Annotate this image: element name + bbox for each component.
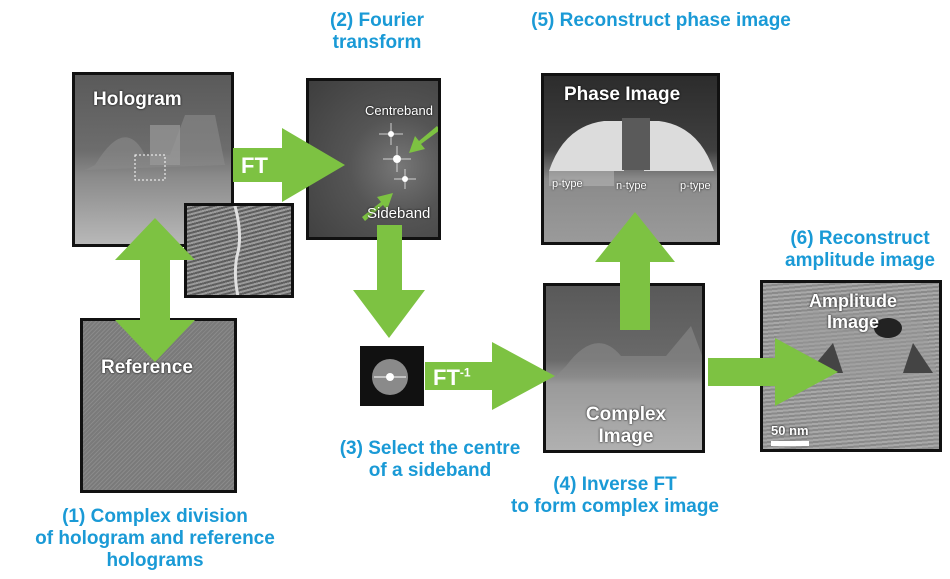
amplitude-image-title: Amplitude Image <box>809 291 897 332</box>
complex-image-label: Complex Image <box>585 404 667 447</box>
selection-box <box>134 154 166 181</box>
hologram-texture <box>85 115 225 181</box>
phase-image-panel: Phase Image p-type n-type p-type <box>541 73 720 245</box>
ft-arrow <box>233 128 345 202</box>
select-sideband-arrow <box>353 225 425 338</box>
inverse-ft-superscript: -1 <box>459 365 471 380</box>
caption-step2: (2) Fourier transform <box>330 10 424 53</box>
complex-structure <box>556 326 702 376</box>
caption-step6: (6) Reconstruct amplitude image <box>785 228 935 271</box>
sideband-disc <box>372 359 408 395</box>
fourier-spots <box>362 123 438 221</box>
inverse-ft-arrow <box>425 342 555 410</box>
caption-step3: (3) Select the centre of a sideband <box>339 438 521 481</box>
p-type-left-label: p-type <box>552 178 583 190</box>
p-type-right-label: p-type <box>680 180 711 192</box>
caption-step5: (5) Reconstruct phase image <box>531 10 791 31</box>
inset-fringe <box>233 206 242 295</box>
centreband-label: Centreband <box>365 103 433 118</box>
scalebar-label: 50 nm <box>771 423 809 438</box>
hologram-reference-double-arrow <box>115 218 195 362</box>
caption-step4: (4) Inverse FT to form complex image <box>511 474 719 517</box>
selected-sideband-thumbnail <box>360 346 424 406</box>
phase-arrow <box>595 212 675 330</box>
n-type-label: n-type <box>616 180 647 192</box>
phase-structure <box>549 118 714 186</box>
reference-label: Reference <box>101 357 193 378</box>
amplitude-arrow <box>708 338 838 406</box>
phase-image-title: Phase Image <box>564 84 681 105</box>
inverse-ft-arrow-label: FT-1 <box>433 365 471 391</box>
sideband-label: Sideband <box>367 205 431 222</box>
caption-step1: (1) Complex division of hologram and ref… <box>35 506 275 571</box>
hologram-zoom-inset <box>184 203 294 298</box>
inverse-ft-text: FT <box>433 365 460 390</box>
hologram-label: Hologram <box>93 89 182 110</box>
ft-arrow-label: FT <box>241 153 268 178</box>
